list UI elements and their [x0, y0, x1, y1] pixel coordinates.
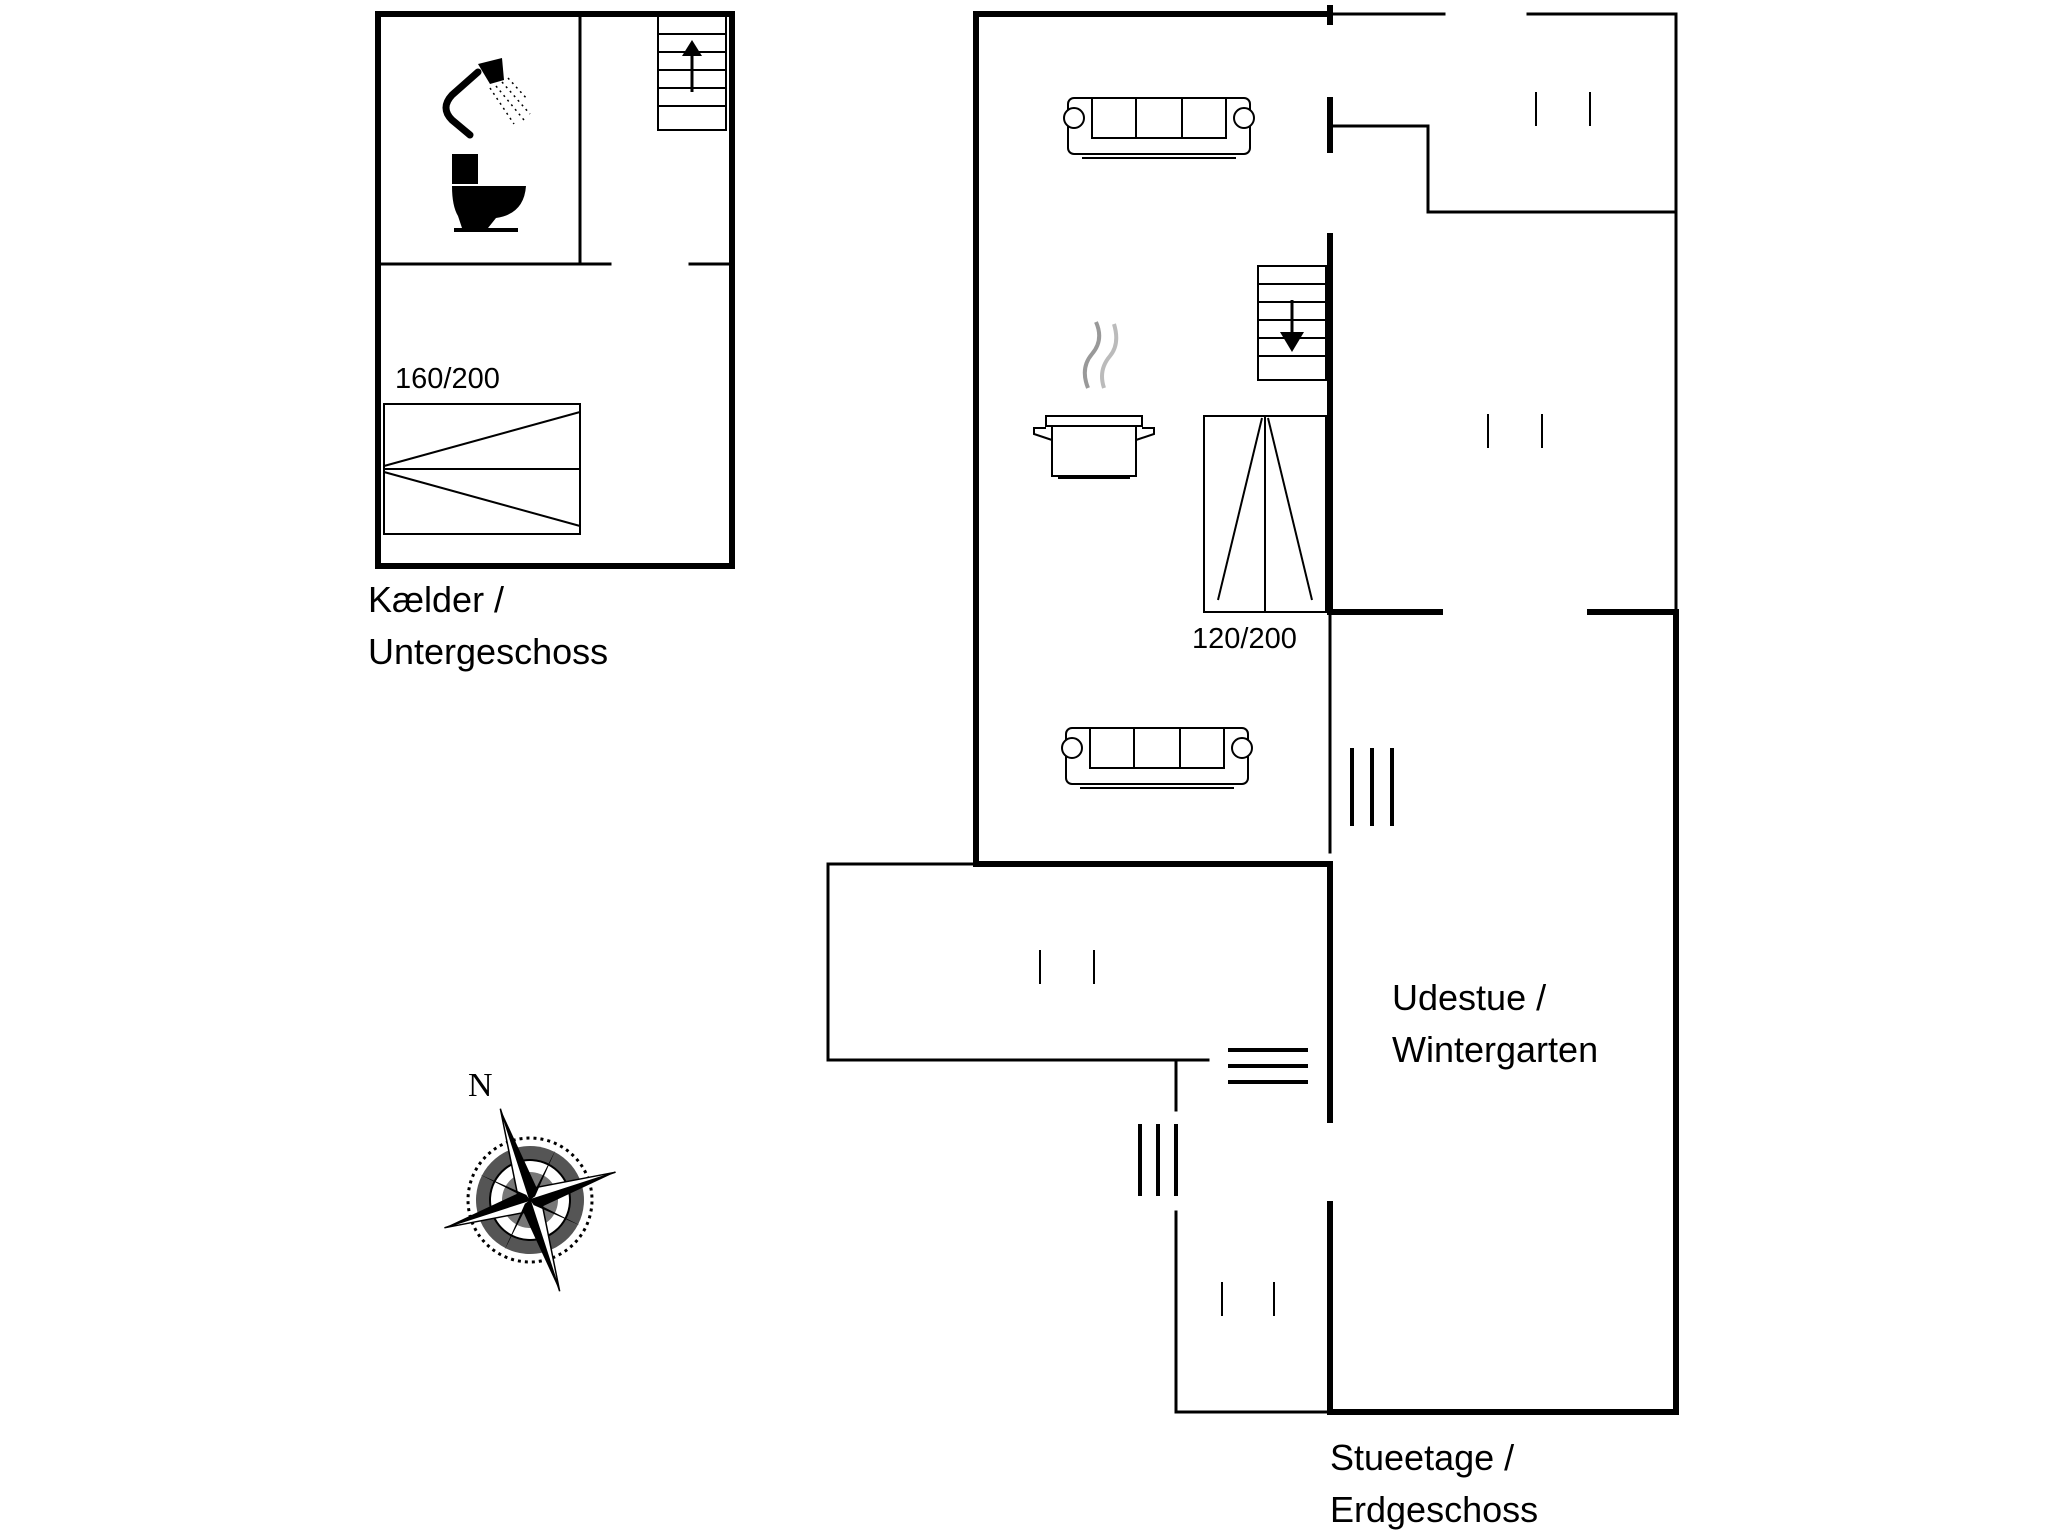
- winter-garden-label-line2: Wintergarten: [1392, 1029, 1598, 1070]
- basement-bed: [383, 403, 581, 535]
- compass-rose-icon: [444, 1108, 616, 1292]
- basement-caption-line2: Untergeschoss: [368, 631, 608, 672]
- steps-icon: [1138, 748, 1394, 1196]
- shower-icon: [442, 58, 531, 139]
- basement-caption-line1: Kælder /: [368, 579, 504, 620]
- basement-floor: 160/200: [375, 11, 735, 569]
- basement-outer-wall: [375, 11, 735, 569]
- basement-bed-size: 160/200: [395, 363, 500, 395]
- stairs-up-icon: [657, 15, 727, 131]
- living-outer-wall: [973, 11, 1333, 867]
- ground-caption-line1: Stueetage /: [1330, 1437, 1514, 1478]
- stairs-down-icon: [1257, 265, 1327, 381]
- ground-caption-line2: Erdgeschoss: [1330, 1489, 1538, 1530]
- window-mark-icon: [1039, 92, 1591, 1316]
- ground-bed: [1203, 415, 1327, 613]
- compass-north-label: N: [468, 1067, 493, 1104]
- ground-floor: 120/200: [826, 5, 1679, 1415]
- ground-bed-size: 120/200: [1192, 623, 1297, 655]
- sofa-icon: [1061, 727, 1253, 789]
- toilet-icon: [452, 154, 526, 232]
- sofa-icon: [1063, 97, 1255, 159]
- cooking-pot-icon: [1033, 321, 1155, 479]
- winter-garden-label-line1: Udestue /: [1392, 977, 1546, 1018]
